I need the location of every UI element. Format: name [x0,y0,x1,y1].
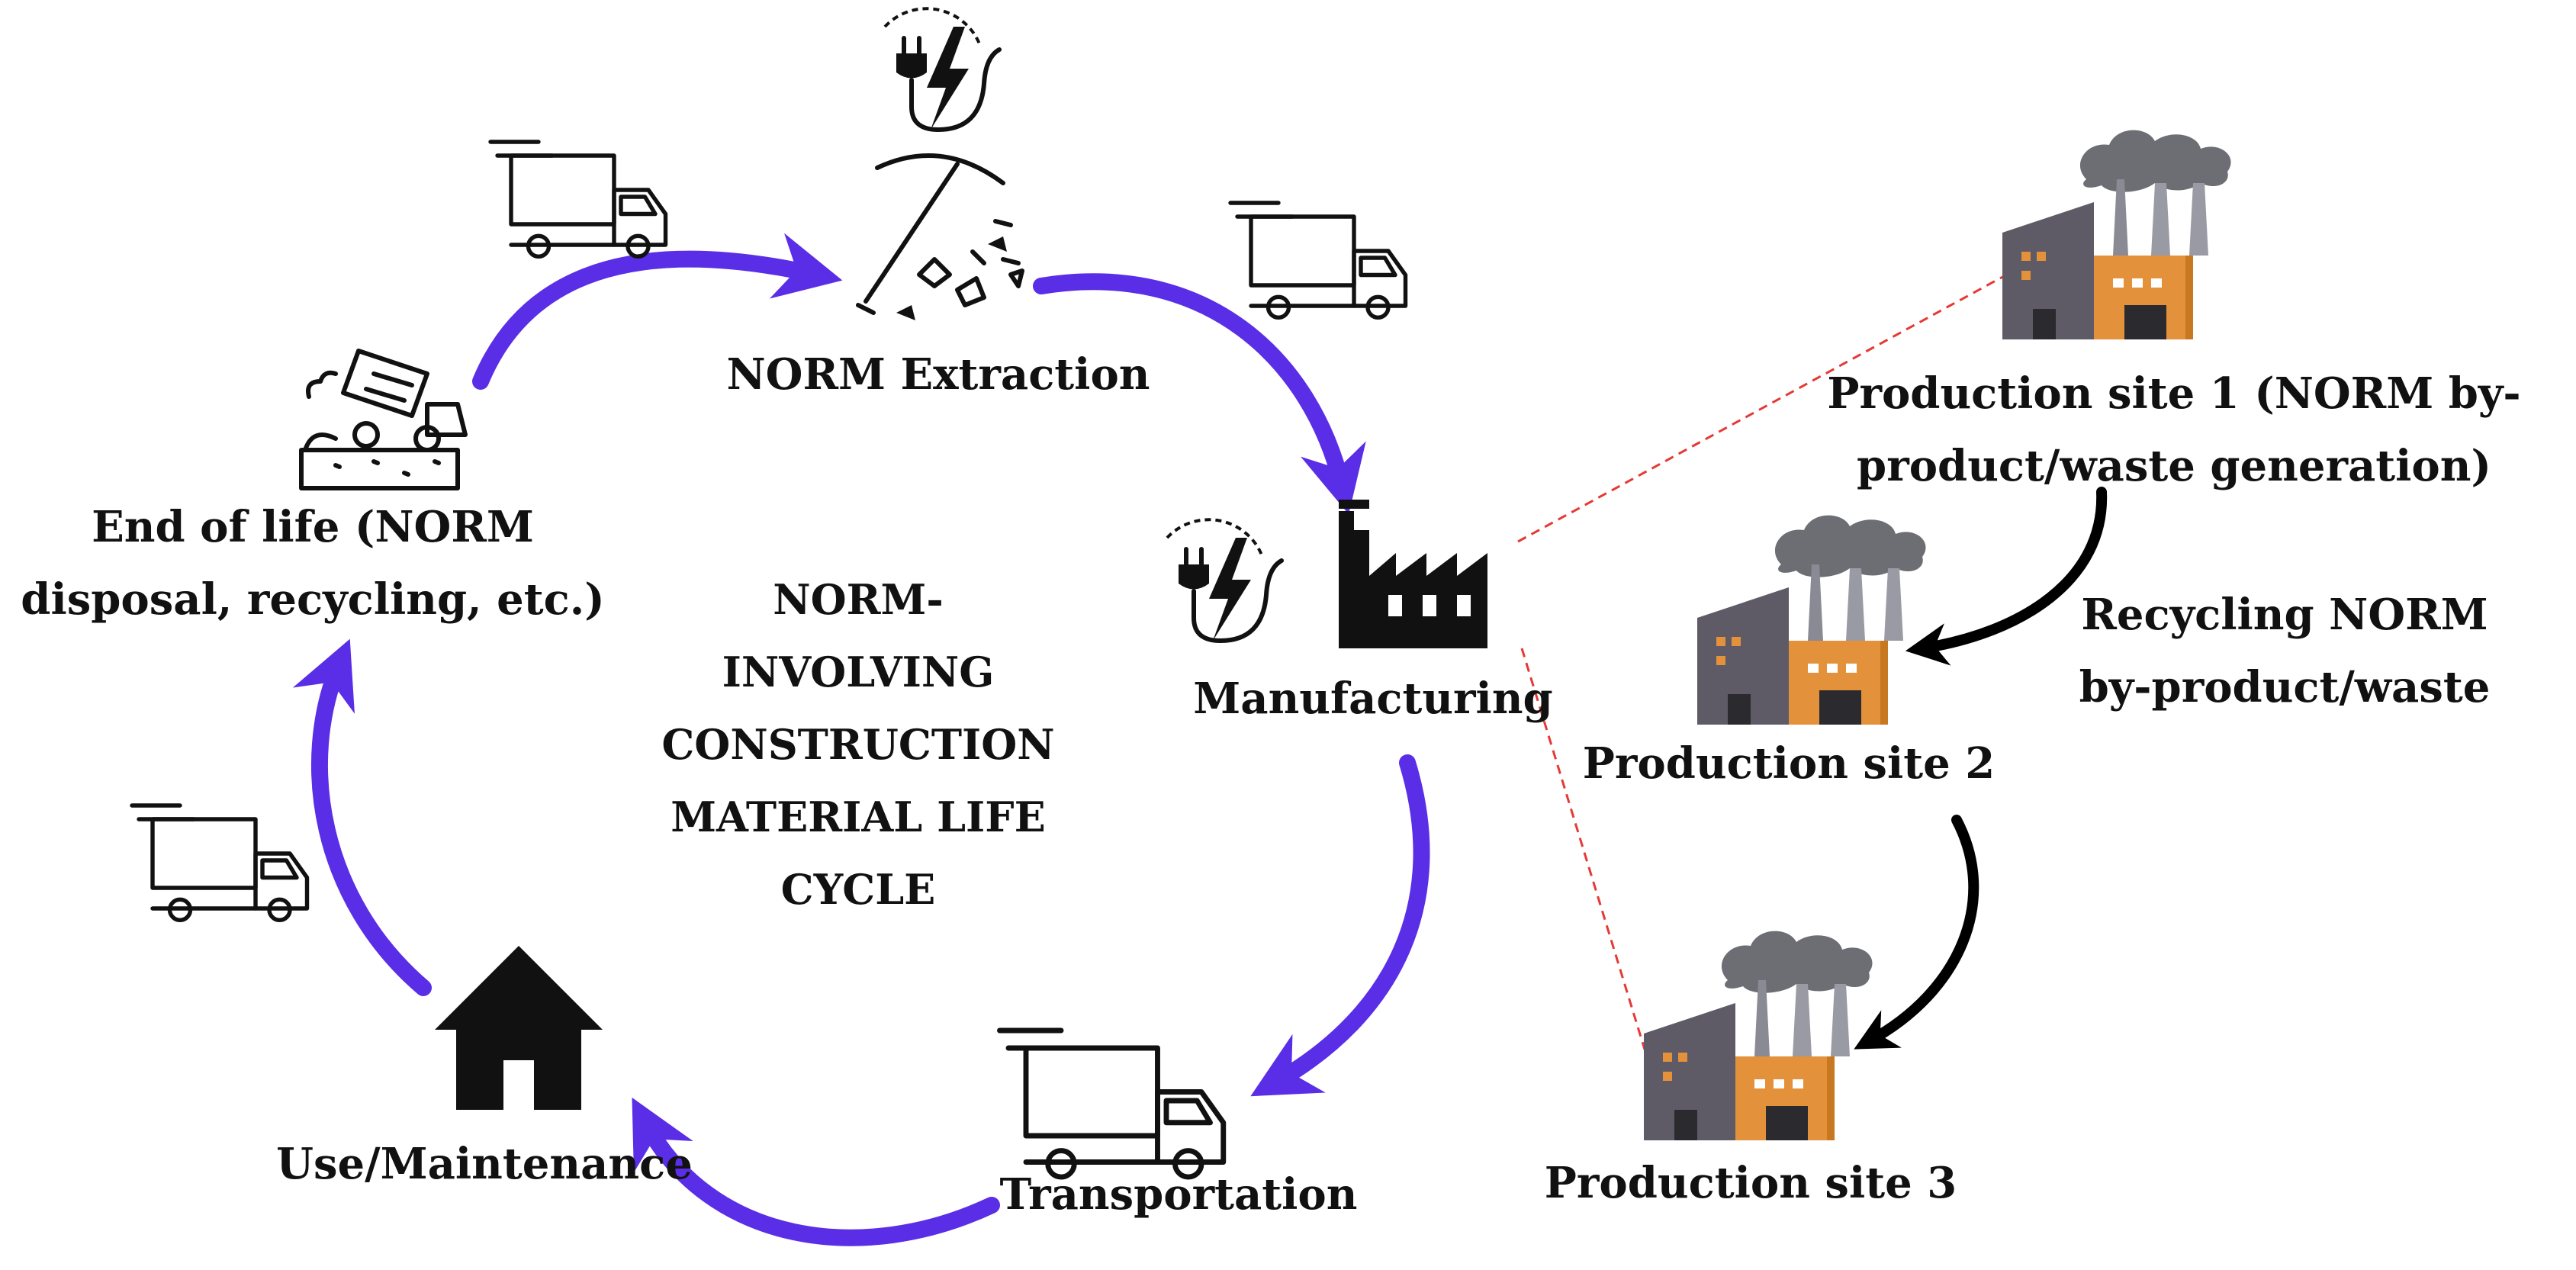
stage-label-end-of-life: End of life (NORM disposal, recycling, e… [21,502,604,625]
truck-icon [1000,1030,1224,1177]
svg-text:INVOLVING: INVOLVING [722,648,995,696]
cycle-arrow-transportation-to-use [632,1097,1000,1246]
plug-lightning-icon [885,8,999,130]
cycle-arrow-eol-to-extraction [472,233,843,390]
truck-icon [1230,203,1406,317]
pickaxe-icon [856,153,1024,320]
site2-label: Production site 2 [1583,738,1995,789]
svg-text:Production site 1 (NORM by-: Production site 1 (NORM by- [1827,368,2520,419]
truck-icon [132,805,307,920]
factory-icon [1339,500,1487,648]
cycle-arrow-manufacturing-to-transportation [1250,754,1430,1097]
house-icon [435,946,603,1110]
stage-label-extraction: NORM Extraction [726,349,1150,400]
dump-truck-icon [299,349,468,490]
truck-icon [490,142,666,256]
plug-lightning-icon [1167,519,1282,641]
cycle-arrow-extraction-to-manufacturing [1033,273,1366,515]
stage-label-transportation: Transportation [1000,1169,1358,1220]
connector-to-site3 [1520,648,1653,1072]
recycling-note: Recycling NORM by-product/waste [2079,590,2491,712]
svg-text:End of life (NORM: End of life (NORM [92,502,534,552]
svg-text:CONSTRUCTION: CONSTRUCTION [661,720,1054,769]
industrial-plant-icon [1697,515,1926,725]
industrial-plant-icon [1644,931,1873,1140]
site1-label: Production site 1 (NORM by- product/wast… [1827,368,2520,491]
flow-arrow-site1-to-site2 [1905,487,2108,666]
stage-label-manufacturing: Manufacturing [1193,674,1552,724]
stage-label-use: Use/Maintenance [276,1139,693,1189]
svg-text:Recycling NORM: Recycling NORM [2081,590,2488,640]
site3-label: Production site 3 [1545,1158,1957,1208]
svg-text:product/waste generation): product/waste generation) [1857,441,2491,491]
svg-text:by-product/waste: by-product/waste [2079,662,2491,712]
center-title: NORM- INVOLVING CONSTRUCTION MATERIAL LI… [661,575,1054,914]
connector-lines [1517,269,2015,1072]
cycle-arrow-use-to-eol [292,638,432,996]
industrial-plant-icon [2002,130,2231,339]
flow-arrow-site2-to-site3 [1854,815,1979,1050]
svg-text:NORM-: NORM- [773,575,943,624]
svg-text:disposal, recycling, etc.): disposal, recycling, etc.) [21,574,604,625]
svg-text:CYCLE: CYCLE [781,865,936,914]
svg-text:MATERIAL LIFE: MATERIAL LIFE [671,793,1046,841]
connector-to-site1 [1517,269,2015,543]
